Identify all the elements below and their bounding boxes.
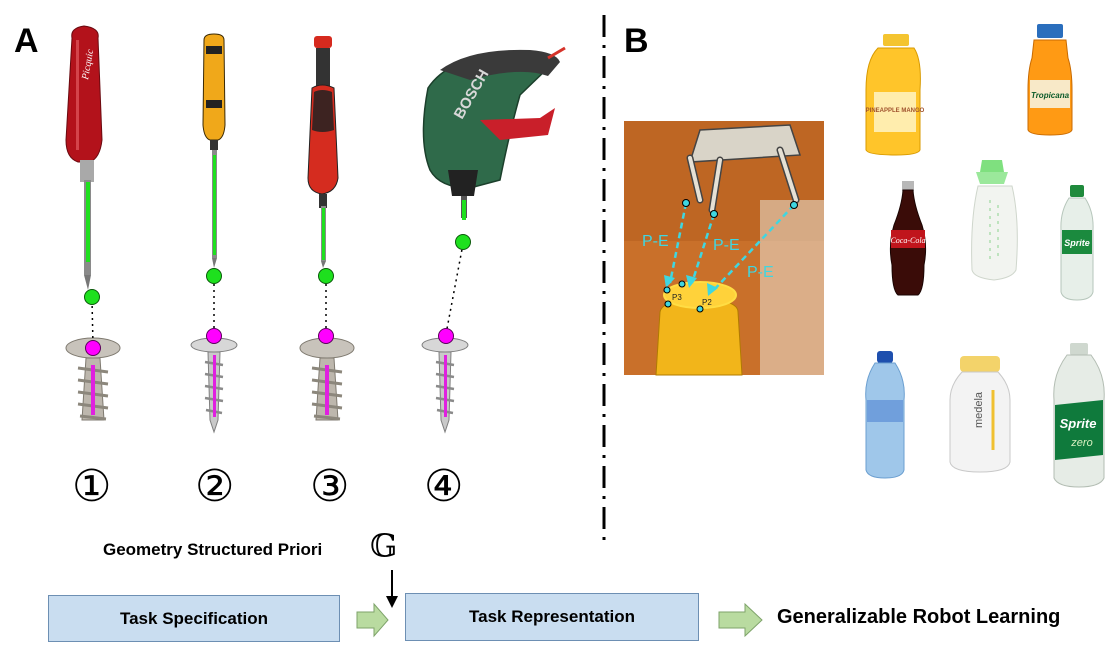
- tip-screw-connectors: [91, 243, 464, 346]
- p2-label: P2: [702, 298, 712, 307]
- task-specification-box: Task Specification: [48, 595, 340, 642]
- flow-arrow-rep-to-outcome: [718, 602, 763, 638]
- bottle-coca-cola: Coca-Cola: [889, 181, 927, 296]
- priori-down-arrow: [386, 570, 398, 608]
- panel-b-letter: B: [624, 22, 649, 60]
- pe-label-1: P-E: [642, 233, 669, 250]
- tool-number-2: ②: [195, 461, 235, 512]
- sprite-zero-label: Sprite: [1060, 416, 1097, 431]
- tool-1-red-screwdriver: Picquic: [65, 25, 103, 290]
- picquic-brand-label: Picquic: [80, 48, 96, 82]
- screw-2: [190, 337, 238, 434]
- sprite-label: Sprite: [1064, 238, 1090, 248]
- tool-4-bosch-drill: BOSCH: [422, 46, 566, 220]
- flow-arrow-spec-to-rep: [356, 602, 389, 638]
- bottle-pineapple-mango: PINEAPPLE MANGO: [865, 34, 925, 156]
- screw-4: [421, 337, 469, 434]
- robot-gripper-photo: P-E P-E P-E P3 P2: [624, 121, 824, 376]
- green-tip-markers: [84, 234, 471, 305]
- pe-label-3: P-E: [747, 264, 774, 281]
- coca-cola-label: Coca-Cola: [890, 236, 925, 245]
- screw-3: [299, 337, 355, 421]
- outcome-label: Generalizable Robot Learning: [777, 606, 1061, 628]
- bottle-sprite: Sprite: [1060, 185, 1094, 301]
- bottle-tropicana: Tropicana: [1027, 24, 1073, 136]
- tool-number-3: ③: [310, 461, 350, 512]
- tropicana-label: Tropicana: [1031, 91, 1070, 100]
- bottle-water: [865, 351, 905, 479]
- tool-2-yellow-screwdriver: [202, 33, 226, 268]
- medela-label: medela: [973, 391, 985, 428]
- tool-number-1: ①: [72, 461, 112, 512]
- zero-label: zero: [1070, 437, 1092, 449]
- panel-a-letter: A: [14, 22, 39, 60]
- pe-label-2: P-E: [713, 237, 740, 254]
- tool-number-4: ④: [424, 461, 464, 512]
- magenta-screw-markers: [85, 328, 454, 356]
- bottle-medela: medela: [949, 356, 1011, 473]
- priori-label: Geometry Structured Priori: [103, 540, 323, 559]
- bottle-sprite-zero: Sprite zero: [1053, 343, 1105, 488]
- mango-label: PINEAPPLE MANGO: [866, 108, 925, 114]
- tool-3-ratchet-screwdriver: [307, 36, 339, 268]
- bottle-baby-bottle: [971, 160, 1018, 281]
- priori-symbol: 𝔾: [370, 527, 398, 565]
- task-representation-box: Task Representation: [405, 593, 699, 641]
- p3-label: P3: [672, 293, 682, 302]
